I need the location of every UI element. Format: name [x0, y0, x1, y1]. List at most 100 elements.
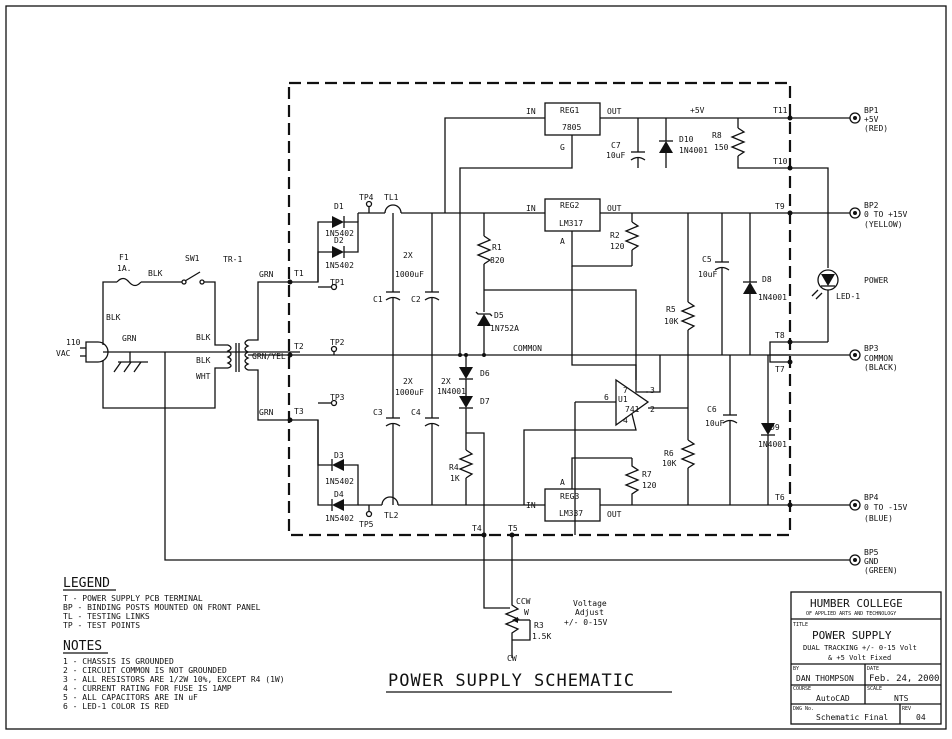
f1-value: 1A. — [117, 264, 131, 273]
blk-label-4: BLK — [196, 356, 211, 365]
course-label: COURSE — [793, 686, 811, 692]
c12-qty: 2X — [403, 251, 413, 260]
t9-label: T9 — [775, 202, 785, 211]
d9-part: 1N4001 — [758, 440, 787, 449]
tp1-label: TP1 — [330, 278, 345, 287]
course-value: AutoCAD — [816, 694, 850, 703]
bp4-color: (BLUE) — [864, 514, 893, 523]
t11-label: T11 — [773, 106, 788, 115]
r8-label: R8 — [712, 131, 722, 140]
cw-label: CW — [507, 654, 517, 663]
grn-label-t3: GRN — [259, 408, 274, 417]
filter-capacitors: 2X 1000uF C1 C2 2X 1000uF C3 C4 — [373, 213, 440, 505]
diode-d6-icon — [459, 367, 473, 379]
sheet-border — [5, 5, 947, 730]
pin2: 2 — [650, 405, 655, 414]
pin6: 6 — [604, 393, 609, 402]
title-main: POWER SUPPLY — [812, 629, 892, 642]
d4-label: D4 — [334, 490, 344, 499]
t6-label: T6 — [775, 493, 785, 502]
bp5-voltage: GND — [864, 557, 879, 566]
scale-label: SCALE — [867, 686, 882, 692]
fuse-f1 — [116, 277, 142, 287]
date-value: Feb. 24, 2000 — [869, 674, 939, 684]
tp3-icon — [330, 399, 338, 407]
reg2-in: IN — [526, 204, 536, 213]
r6-value: 10K — [662, 459, 677, 468]
reg1-out: OUT — [607, 107, 622, 116]
legend: LEGEND T - POWER SUPPLY PCB TERMINAL BP … — [63, 576, 261, 630]
t7-label: T7 — [775, 365, 785, 374]
bp1-voltage: +5V — [864, 115, 879, 124]
r2-value: 120 — [610, 242, 625, 251]
reg2-a: A — [560, 237, 565, 246]
reg3-label: REG3 — [560, 492, 579, 501]
led1-label: LED-1 — [836, 292, 860, 301]
binding-post-bp4 — [849, 499, 861, 511]
vac-110-label: 110 — [66, 338, 81, 347]
by-label: BY — [793, 666, 799, 672]
r1-label: R1 — [492, 243, 502, 252]
reg3-out: OUT — [607, 510, 622, 519]
reg2-label: REG2 — [560, 201, 579, 210]
bp4-voltage: 0 TO -15V — [864, 503, 908, 512]
pcb-boundary — [287, 81, 792, 537]
bp3-voltage: COMMON — [864, 354, 893, 363]
tp2-icon — [330, 345, 338, 353]
d4-part: 1N5402 — [325, 514, 354, 523]
r5-value: 10K — [664, 317, 679, 326]
title-line2: DUAL TRACKING +/- 0-15 Volt — [803, 644, 917, 652]
d5-label: D5 — [494, 311, 504, 320]
bp5-color: (GREEN) — [864, 566, 898, 575]
d5-part: 1N752A — [490, 324, 519, 333]
tl1-label: TL1 — [384, 193, 399, 202]
c3-label: C3 — [373, 408, 383, 417]
tl2-icon — [381, 496, 399, 506]
d10-part: 1N4001 — [679, 146, 708, 155]
pot-note-2: Adjust — [575, 608, 604, 617]
t2-label: T2 — [294, 342, 304, 351]
ac-plug-icon — [85, 341, 109, 363]
vac-label: VAC — [56, 349, 71, 358]
diode-d1-icon — [332, 216, 344, 228]
c12-value: 1000uF — [395, 270, 424, 279]
u1-label: U1 — [618, 395, 628, 404]
bp3-color: (BLACK) — [864, 363, 898, 372]
note-item: 6 - LED-1 COLOR IS RED — [63, 702, 169, 711]
test-points: TP4 TL1 TP5 TL2 TP1 TP2 TP3 — [318, 193, 545, 529]
d1-label: D1 — [334, 202, 344, 211]
r3-label: R3 — [534, 621, 544, 630]
tp4-icon — [365, 200, 373, 208]
c1-label: C1 — [373, 295, 383, 304]
reg1-g: G — [560, 143, 565, 152]
grn-wire-label: GRN — [122, 334, 137, 343]
reg1-part: 7805 — [562, 123, 581, 132]
u1-part: 741 — [625, 405, 640, 414]
r1-value: 820 — [490, 256, 505, 265]
power-label: POWER — [864, 276, 888, 285]
diode-d2-icon — [332, 246, 344, 258]
notes: NOTES 1 - CHASSIS IS GROUNDED 2 - CIRCUI… — [63, 639, 285, 711]
legend-heading: LEGEND — [63, 576, 110, 591]
notes-heading: NOTES — [63, 639, 102, 654]
c7-value: 10uF — [606, 151, 625, 160]
r8-value: 150 — [714, 143, 729, 152]
note-item: 5 - ALL CAPACITORS ARE IN uF — [63, 693, 198, 702]
sw1-label: SW1 — [185, 254, 200, 263]
blk-wire-label: BLK — [106, 313, 121, 322]
bp2-voltage: 0 TO +15V — [864, 210, 908, 219]
resistor-r5 — [680, 301, 696, 331]
right-terminals: T11 T10 T9 T8 T7 T6 POWER LED-1 — [164, 106, 888, 561]
binding-posts: BP1 +5V (RED) BP2 0 TO +15V (YELLOW) BP3… — [849, 106, 908, 575]
bp4-label: BP4 — [864, 493, 879, 502]
r4-label: R4 — [449, 463, 459, 472]
pin7: 7 — [623, 386, 628, 395]
r3-value: 1.5K — [532, 632, 551, 641]
r6-label: R6 — [664, 449, 674, 458]
terminal-t11 — [787, 115, 793, 121]
led1-icon — [817, 269, 839, 291]
t10-label: T10 — [773, 157, 788, 166]
regulator-reg2: REG2 LM317 IN OUT A R2 120 R1 820 D5 1N7… — [475, 198, 790, 393]
regulator-reg1: REG1 7805 IN OUT G +5V C7 10uF D10 1N400… — [444, 102, 790, 355]
pin3: 3 — [650, 386, 655, 395]
